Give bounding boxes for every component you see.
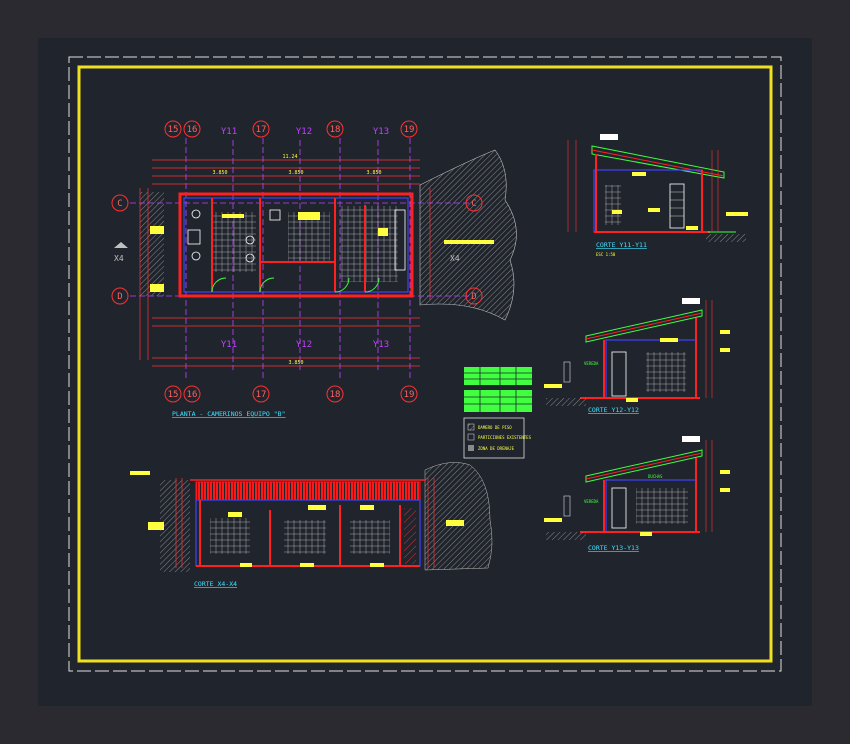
dim-lines-top bbox=[139, 159, 431, 367]
axis-label-19: 19 bbox=[404, 125, 415, 135]
axis-label-C-right: C bbox=[471, 199, 476, 209]
svg-text:3.850: 3.850 bbox=[288, 170, 303, 176]
drawing-sheet: 11.24 3.850 3.850 3.850 3.850 15 bbox=[38, 38, 812, 706]
axis-label-D-right: D bbox=[471, 292, 476, 302]
grid-label-y12: Y12 bbox=[296, 127, 312, 137]
plan-title: PLANTA - CAMERINOS EQUIPO "B" bbox=[172, 410, 286, 418]
floor-tiles-1 bbox=[212, 212, 256, 272]
sheet-frame bbox=[77, 65, 773, 663]
plan-partitions bbox=[211, 198, 366, 292]
section-y11-sub: ESC 1:50 bbox=[596, 252, 616, 257]
legend-item-3: ZONA DE DRENAJE bbox=[478, 446, 515, 451]
section-y13-title: CORTE Y13-Y13 bbox=[588, 544, 639, 552]
axis-label-18-bottom: 18 bbox=[330, 390, 341, 400]
terrain-hatch-left bbox=[140, 192, 164, 296]
label-vereda-y13: VEREDA bbox=[584, 499, 599, 504]
axis-label-16-bottom: 16 bbox=[187, 390, 198, 400]
section-mark-x4-right: X4 bbox=[450, 254, 460, 263]
section-x4-title: CORTE X4-X4 bbox=[194, 580, 237, 588]
floor-plan: 11.24 3.850 3.850 3.850 3.850 15 bbox=[111, 120, 517, 418]
terrain-hatch-right bbox=[419, 149, 517, 321]
axis-label-15: 15 bbox=[168, 125, 179, 135]
sheet-border-outer bbox=[68, 56, 782, 672]
axis-label-D: D bbox=[117, 292, 122, 302]
plan-annotations bbox=[150, 212, 494, 292]
svg-text:3.850: 3.850 bbox=[212, 170, 227, 176]
axis-label-19-bottom: 19 bbox=[404, 390, 415, 400]
total-dim-label: 11.24 bbox=[282, 154, 297, 160]
svg-text:3.850: 3.850 bbox=[288, 360, 303, 366]
section-x4: CORTE X4-X4 bbox=[130, 462, 493, 588]
legend-item-2: PARTICIONES EXISTENTES bbox=[478, 435, 532, 440]
axis-label-18: 18 bbox=[330, 125, 341, 135]
axis-label-15-bottom: 15 bbox=[168, 390, 179, 400]
section-y12: VEREDA CORTE Y12-Y12 bbox=[544, 298, 730, 414]
svg-text:3.850: 3.850 bbox=[366, 170, 381, 176]
section-marks: X4 X4 bbox=[114, 242, 460, 263]
x4-roof bbox=[195, 481, 421, 501]
label-duchas-y13: DUCHAS bbox=[648, 474, 663, 479]
section-y11-title: CORTE Y11-Y11 bbox=[596, 241, 647, 249]
legend-tables: DAMERO DE PISO PARTICIONES EXISTENTES ZO… bbox=[463, 367, 532, 459]
plan-inner-wall bbox=[183, 197, 409, 293]
plan-doors bbox=[211, 277, 380, 293]
grid-labels: Y11 Y12 Y13 Y11 Y12 Y13 bbox=[221, 127, 389, 350]
axis-bubbles-top bbox=[111, 120, 483, 403]
section-mark-x4-left: X4 bbox=[114, 254, 124, 263]
plan-outer-wall bbox=[178, 192, 414, 298]
grid-label-y12-bottom: Y12 bbox=[296, 340, 312, 350]
grid-label-y11: Y11 bbox=[221, 127, 237, 137]
axis-label-17-bottom: 17 bbox=[256, 390, 267, 400]
section-y11: CORTE Y11-Y11 ESC 1:50 bbox=[567, 134, 748, 257]
axis-label-C: C bbox=[117, 199, 122, 209]
plan-fixtures bbox=[187, 209, 406, 271]
grid-label-y11-bottom: Y11 bbox=[221, 340, 237, 350]
section-y12-title: CORTE Y12-Y12 bbox=[588, 406, 639, 414]
label-vereda-y12: VEREDA bbox=[584, 361, 599, 366]
axis-bubble-labels: 15 16 17 18 19 15 16 17 18 19 C D C D bbox=[117, 125, 476, 400]
axis-label-16: 16 bbox=[187, 125, 198, 135]
cad-drawing[interactable]: 11.24 3.850 3.850 3.850 3.850 15 bbox=[38, 38, 812, 706]
section-y13: DUCHAS VEREDA CORTE Y13-Y13 bbox=[544, 436, 730, 552]
floor-tiles-3 bbox=[340, 206, 398, 282]
dim-text: 11.24 3.850 3.850 3.850 3.850 bbox=[212, 154, 381, 366]
floor-tiles-2 bbox=[288, 212, 330, 262]
grid-label-y13-bottom: Y13 bbox=[373, 340, 389, 350]
axis-label-17: 17 bbox=[256, 125, 267, 135]
grid-label-y13: Y13 bbox=[373, 127, 389, 137]
legend-item-1: DAMERO DE PISO bbox=[478, 425, 512, 430]
